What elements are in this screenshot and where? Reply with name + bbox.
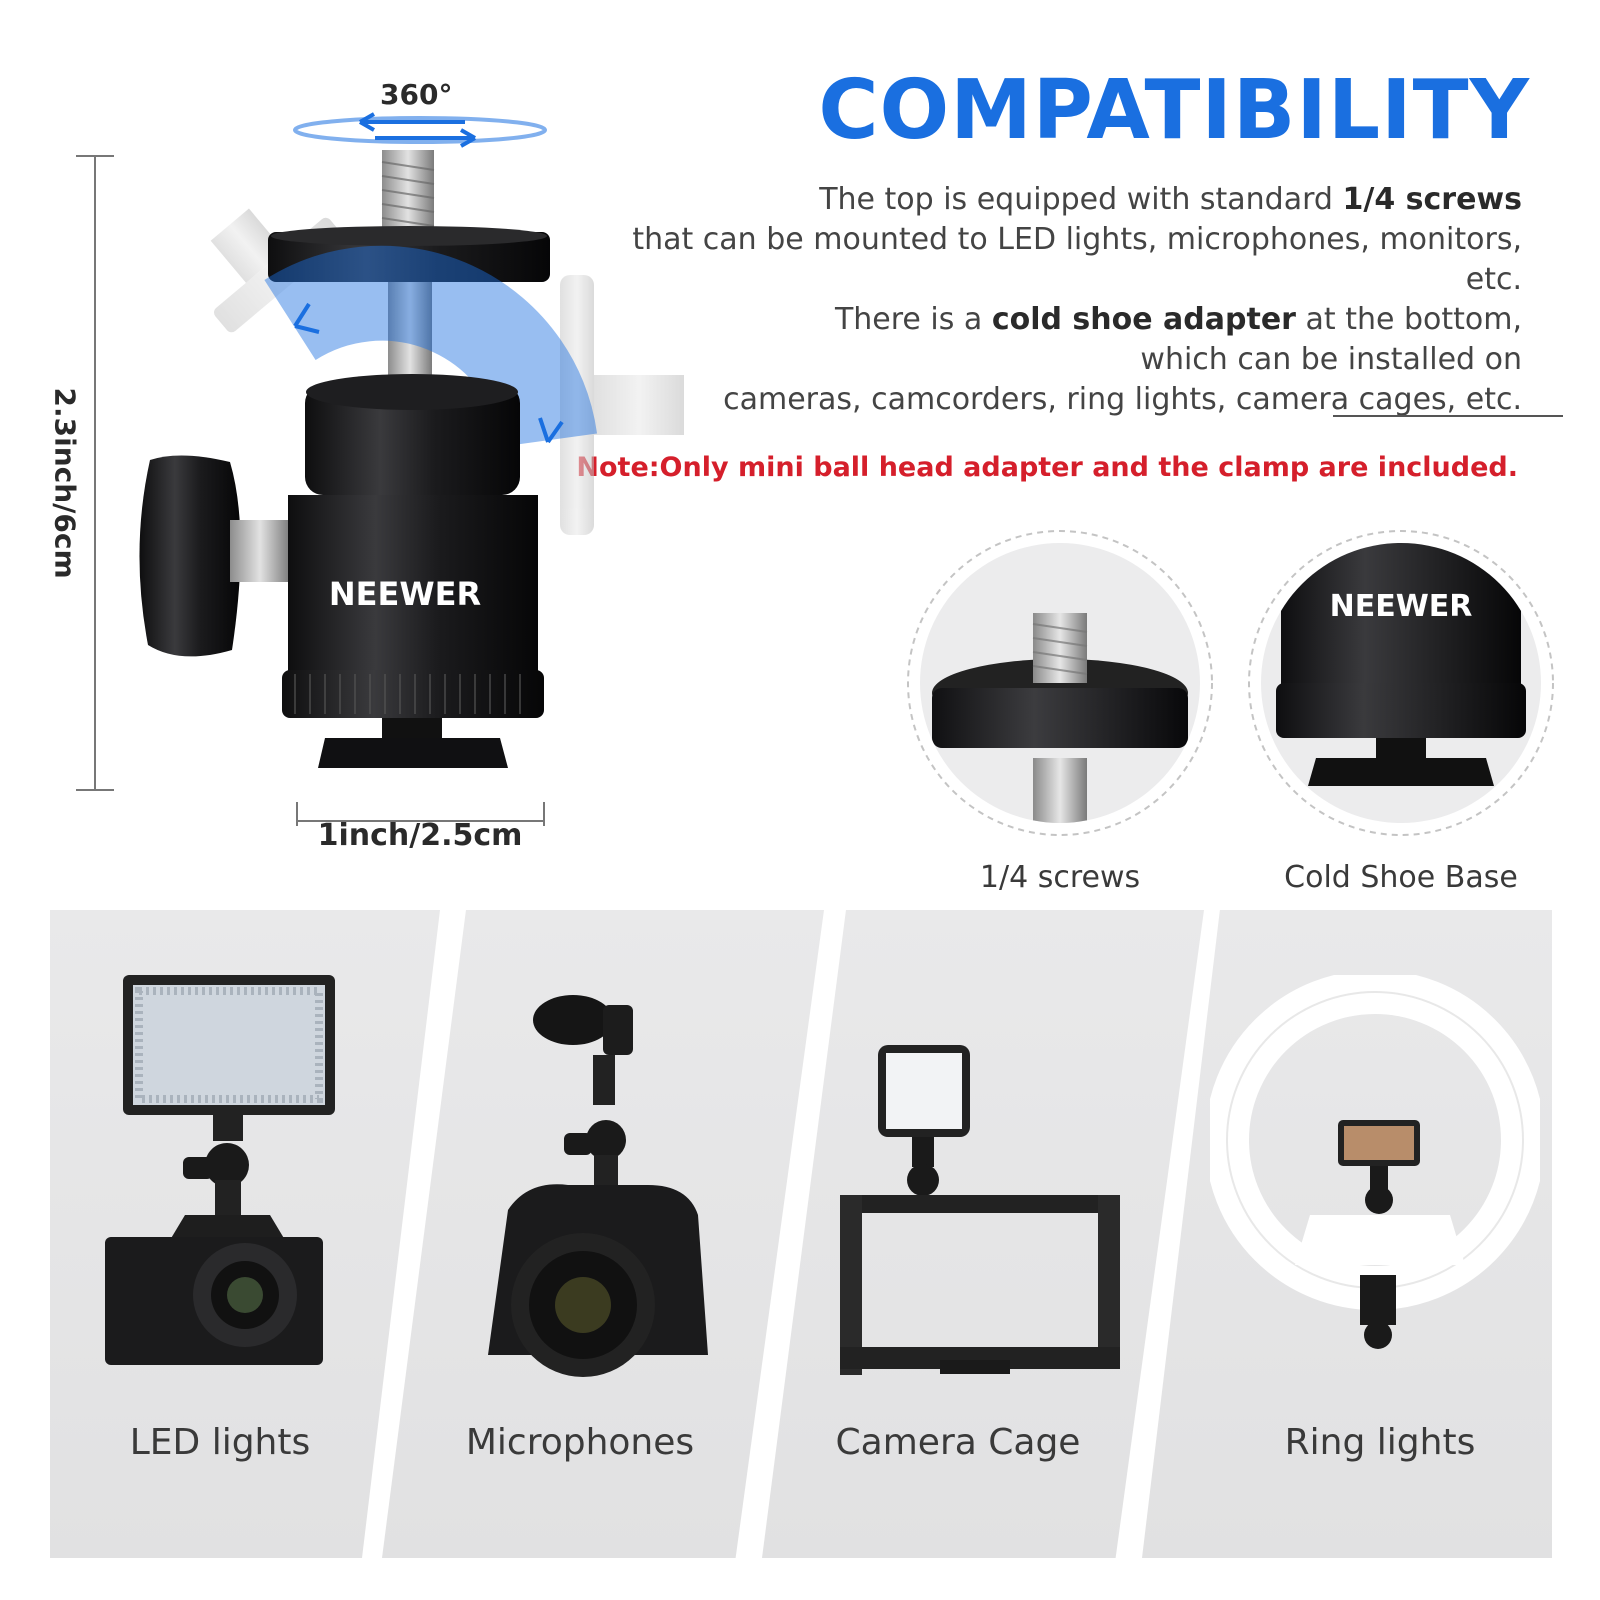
height-dimension-cap bbox=[76, 155, 114, 157]
desc-line-3: There is a cold shoe adapter at the bott… bbox=[582, 300, 1522, 340]
detail-label-screws: 1/4 screws bbox=[979, 860, 1141, 895]
width-dimension-cap bbox=[296, 802, 298, 826]
ring-light-image bbox=[1210, 975, 1540, 1349]
page-title: COMPATIBILITY bbox=[818, 63, 1530, 158]
width-dimension-cap bbox=[543, 802, 545, 826]
width-dimension-line bbox=[296, 820, 545, 822]
desc-text: There is a bbox=[834, 302, 992, 337]
desc-emphasis-cold-shoe: cold shoe adapter bbox=[991, 302, 1296, 337]
microphone-camera-image bbox=[488, 995, 708, 1377]
desc-line-4: which can be installed on bbox=[1140, 342, 1522, 377]
brand-logo: NEEWER bbox=[1330, 589, 1473, 624]
height-dimension-label: 2.3inch/6cm bbox=[48, 387, 82, 579]
cold-shoe-closeup-image: NEEWER bbox=[1248, 530, 1554, 836]
camera-cage-image bbox=[840, 1045, 1120, 1375]
compatibility-description: The top is equipped with standard 1/4 sc… bbox=[582, 180, 1522, 420]
rotation-label: 360° bbox=[380, 78, 453, 111]
rotation-arrow-icon bbox=[293, 112, 547, 148]
desc-line-1: The top is equipped with standard 1/4 sc… bbox=[582, 180, 1522, 220]
detail-cold-shoe: NEEWER Cold Shoe Base bbox=[1246, 528, 1556, 895]
ball-housing bbox=[305, 385, 520, 495]
screw-closeup-image bbox=[907, 530, 1213, 836]
detail-screws: 1/4 screws bbox=[905, 528, 1215, 895]
ball-head-adapter-image: NEEWER bbox=[139, 112, 684, 768]
bottom-locking-ring bbox=[282, 670, 544, 718]
desc-line-2: that can be mounted to LED lights, micro… bbox=[632, 222, 1522, 297]
led-light-camera-image bbox=[105, 975, 335, 1365]
adapter-body bbox=[288, 495, 538, 675]
use-label-ring-lights: Ring lights bbox=[1284, 1422, 1476, 1463]
desc-line-5: cameras, camcorders, ring lights, camera… bbox=[723, 382, 1522, 417]
locking-knob bbox=[139, 455, 241, 657]
cold-shoe-foot bbox=[318, 738, 508, 768]
height-dimension-cap bbox=[76, 789, 114, 791]
detail-label-cold-shoe: Cold Shoe Base bbox=[1284, 860, 1518, 895]
width-dimension-label: 1inch/2.5cm bbox=[317, 818, 523, 853]
use-label-microphones: Microphones bbox=[465, 1422, 695, 1463]
divider bbox=[1333, 415, 1563, 417]
use-label-camera-cage: Camera Cage bbox=[835, 1422, 1081, 1463]
included-note: Note:Only mini ball head adapter and the… bbox=[576, 452, 1518, 483]
use-label-led-lights: LED lights bbox=[129, 1422, 311, 1463]
height-dimension-line bbox=[94, 155, 96, 790]
tilt-arc-icon bbox=[264, 245, 598, 448]
desc-text: at the bottom, bbox=[1295, 302, 1523, 337]
tilt-ghost-right bbox=[560, 275, 684, 535]
brand-logo: NEEWER bbox=[329, 575, 481, 613]
desc-emphasis-screws: 1/4 screws bbox=[1342, 182, 1522, 217]
desc-text: The top is equipped with standard bbox=[819, 182, 1343, 217]
